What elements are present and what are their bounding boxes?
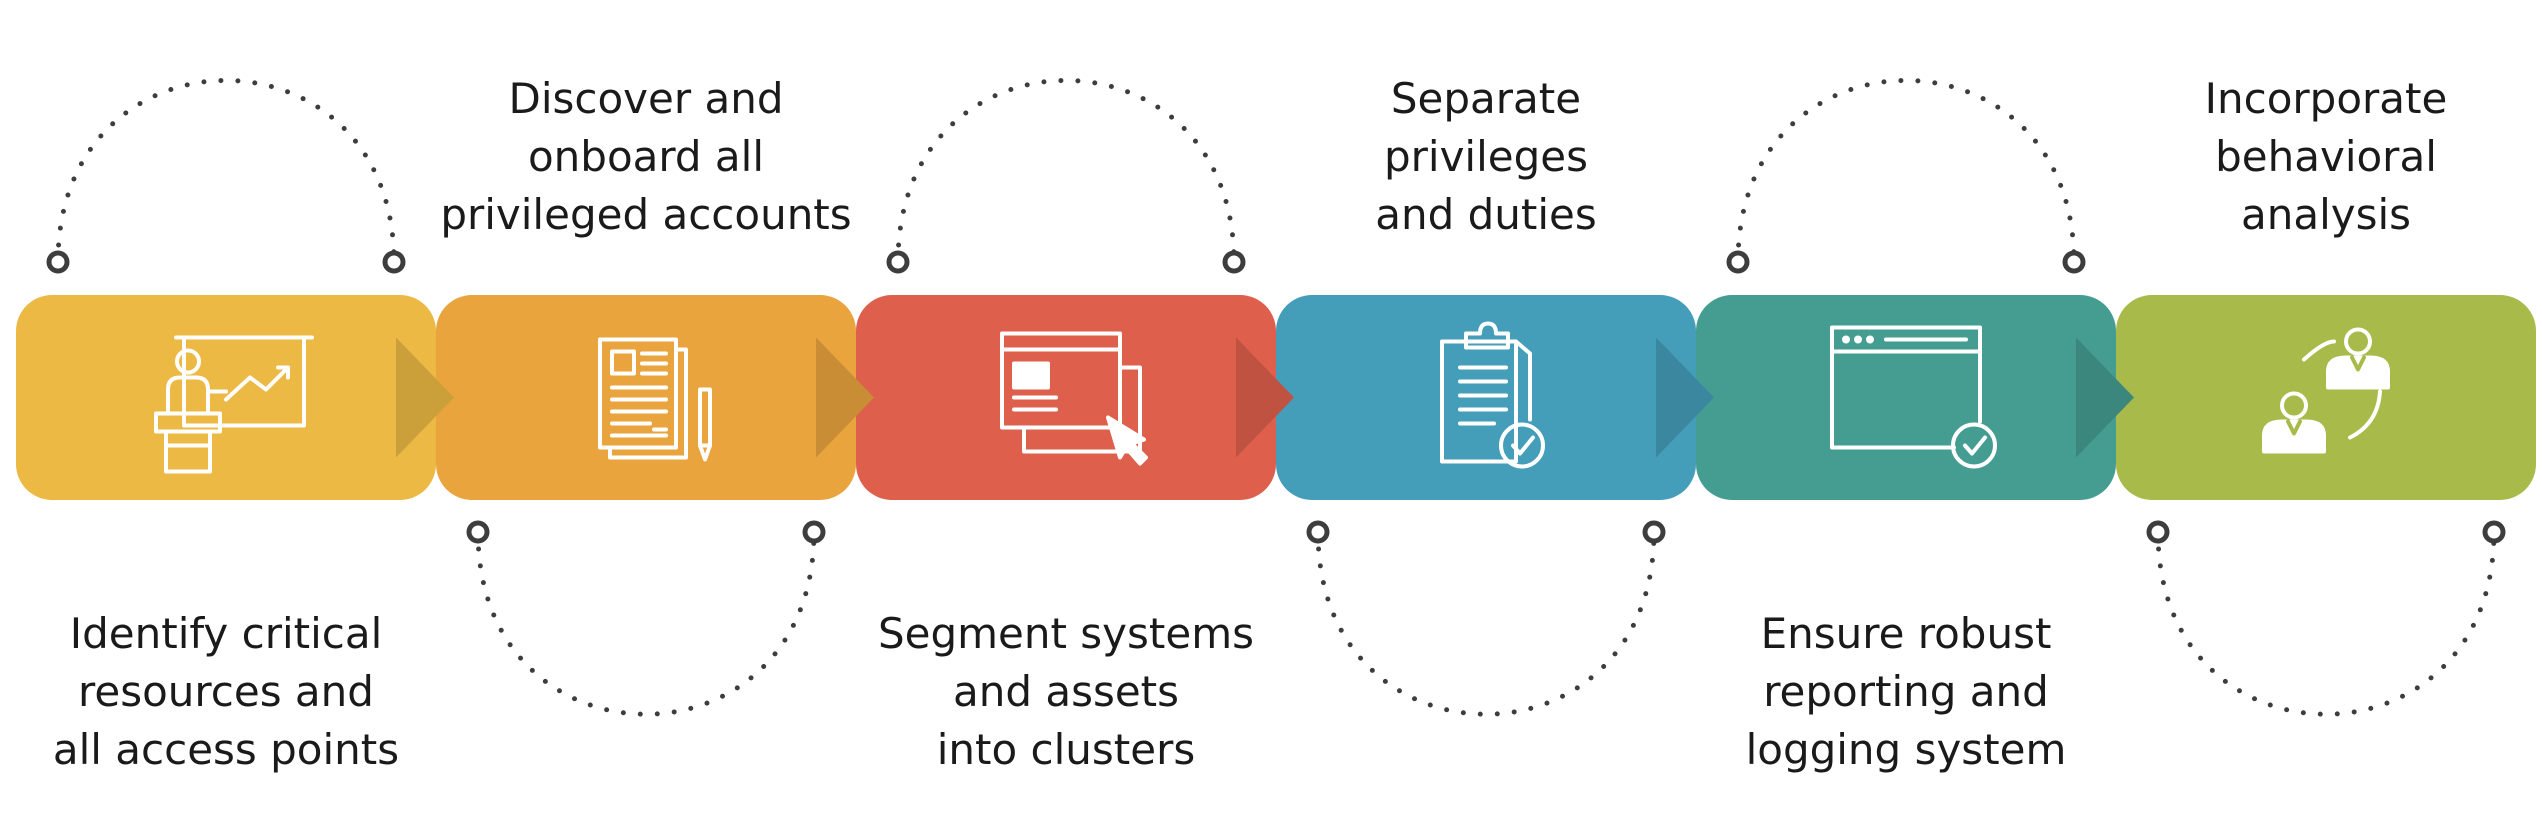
users-exchange-icon xyxy=(2262,327,2390,454)
step-label-line: and duties xyxy=(1375,190,1597,239)
arc-endpoint-ring xyxy=(1306,520,1330,544)
step-label-line: privileges xyxy=(1383,132,1588,181)
clipboard-check-icon xyxy=(1440,321,1545,469)
documents-pen-icon xyxy=(598,337,712,462)
chevron-connector xyxy=(2076,337,2134,458)
step-label-separate: Separate privileges and duties xyxy=(1246,70,1726,244)
step-icons xyxy=(154,321,2390,474)
arc-endpoint-ring xyxy=(2062,250,2086,274)
arc-endpoint-ring xyxy=(2482,520,2506,544)
presentation-icon xyxy=(154,335,314,474)
arc-endpoint-ring xyxy=(886,250,910,274)
step-label-line: into clusters xyxy=(936,725,1196,774)
step-boxes xyxy=(16,295,2536,500)
step-label-line: reporting and xyxy=(1763,667,2049,716)
chevron-connector xyxy=(1236,337,1294,458)
step-label-behavioral: Incorporate behavioral analysis xyxy=(2086,70,2542,244)
chevron-connector xyxy=(396,337,454,458)
arc-endpoint-ring xyxy=(466,520,490,544)
step-box-behavioral xyxy=(2116,295,2536,500)
step-label-identify: Identify critical resources and all access… xyxy=(0,605,466,779)
step-box-segment xyxy=(856,295,1276,500)
step-label-line: Segment systems xyxy=(877,609,1255,658)
step-label-line: Identify critical xyxy=(69,609,383,658)
step-box-reporting xyxy=(1696,295,2116,500)
step-label-line: Incorporate xyxy=(2204,74,2448,123)
arc-endpoint-ring xyxy=(1222,250,1246,274)
browser-check-icon xyxy=(1830,325,1997,469)
arc-endpoint-ring xyxy=(382,250,406,274)
step-label-line: Separate xyxy=(1390,74,1582,123)
dotted-arc xyxy=(475,529,817,717)
step-label-line: analysis xyxy=(2240,190,2412,239)
step-label-line: onboard all xyxy=(527,132,765,181)
step-label-line: resources and xyxy=(78,667,374,716)
step-label-line: and assets xyxy=(952,667,1180,716)
step-label-reporting: Ensure robust reporting and logging system xyxy=(1666,605,2146,779)
dotted-arcs xyxy=(46,78,2506,717)
step-label-line: behavioral xyxy=(2215,132,2437,181)
step-label-line: privileged accounts xyxy=(440,190,852,239)
dotted-arc xyxy=(895,78,1237,265)
dotted-arc xyxy=(55,78,397,265)
step-label-line: Discover and xyxy=(508,74,784,123)
windows-cursor-icon xyxy=(1000,331,1148,466)
step-label-line: Ensure robust xyxy=(1760,609,2052,658)
arc-endpoint-ring xyxy=(802,520,826,544)
step-label-line: logging system xyxy=(1745,725,2067,774)
dotted-arc xyxy=(2155,529,2497,717)
arc-endpoint-ring xyxy=(1726,250,1750,274)
step-label-segment: Segment systems and assets into clusters xyxy=(826,605,1306,779)
arc-endpoint-ring xyxy=(2146,520,2170,544)
dotted-arc xyxy=(1315,529,1657,717)
step-label-discover: Discover and onboard all privileged accoun… xyxy=(406,70,886,244)
arc-endpoint-ring xyxy=(46,250,70,274)
step-label-line: all access points xyxy=(52,725,400,774)
chevron-connector xyxy=(1656,337,1714,458)
dotted-arc xyxy=(1735,78,2077,265)
arc-endpoint-ring xyxy=(1642,520,1666,544)
chevron-connector xyxy=(816,337,874,458)
